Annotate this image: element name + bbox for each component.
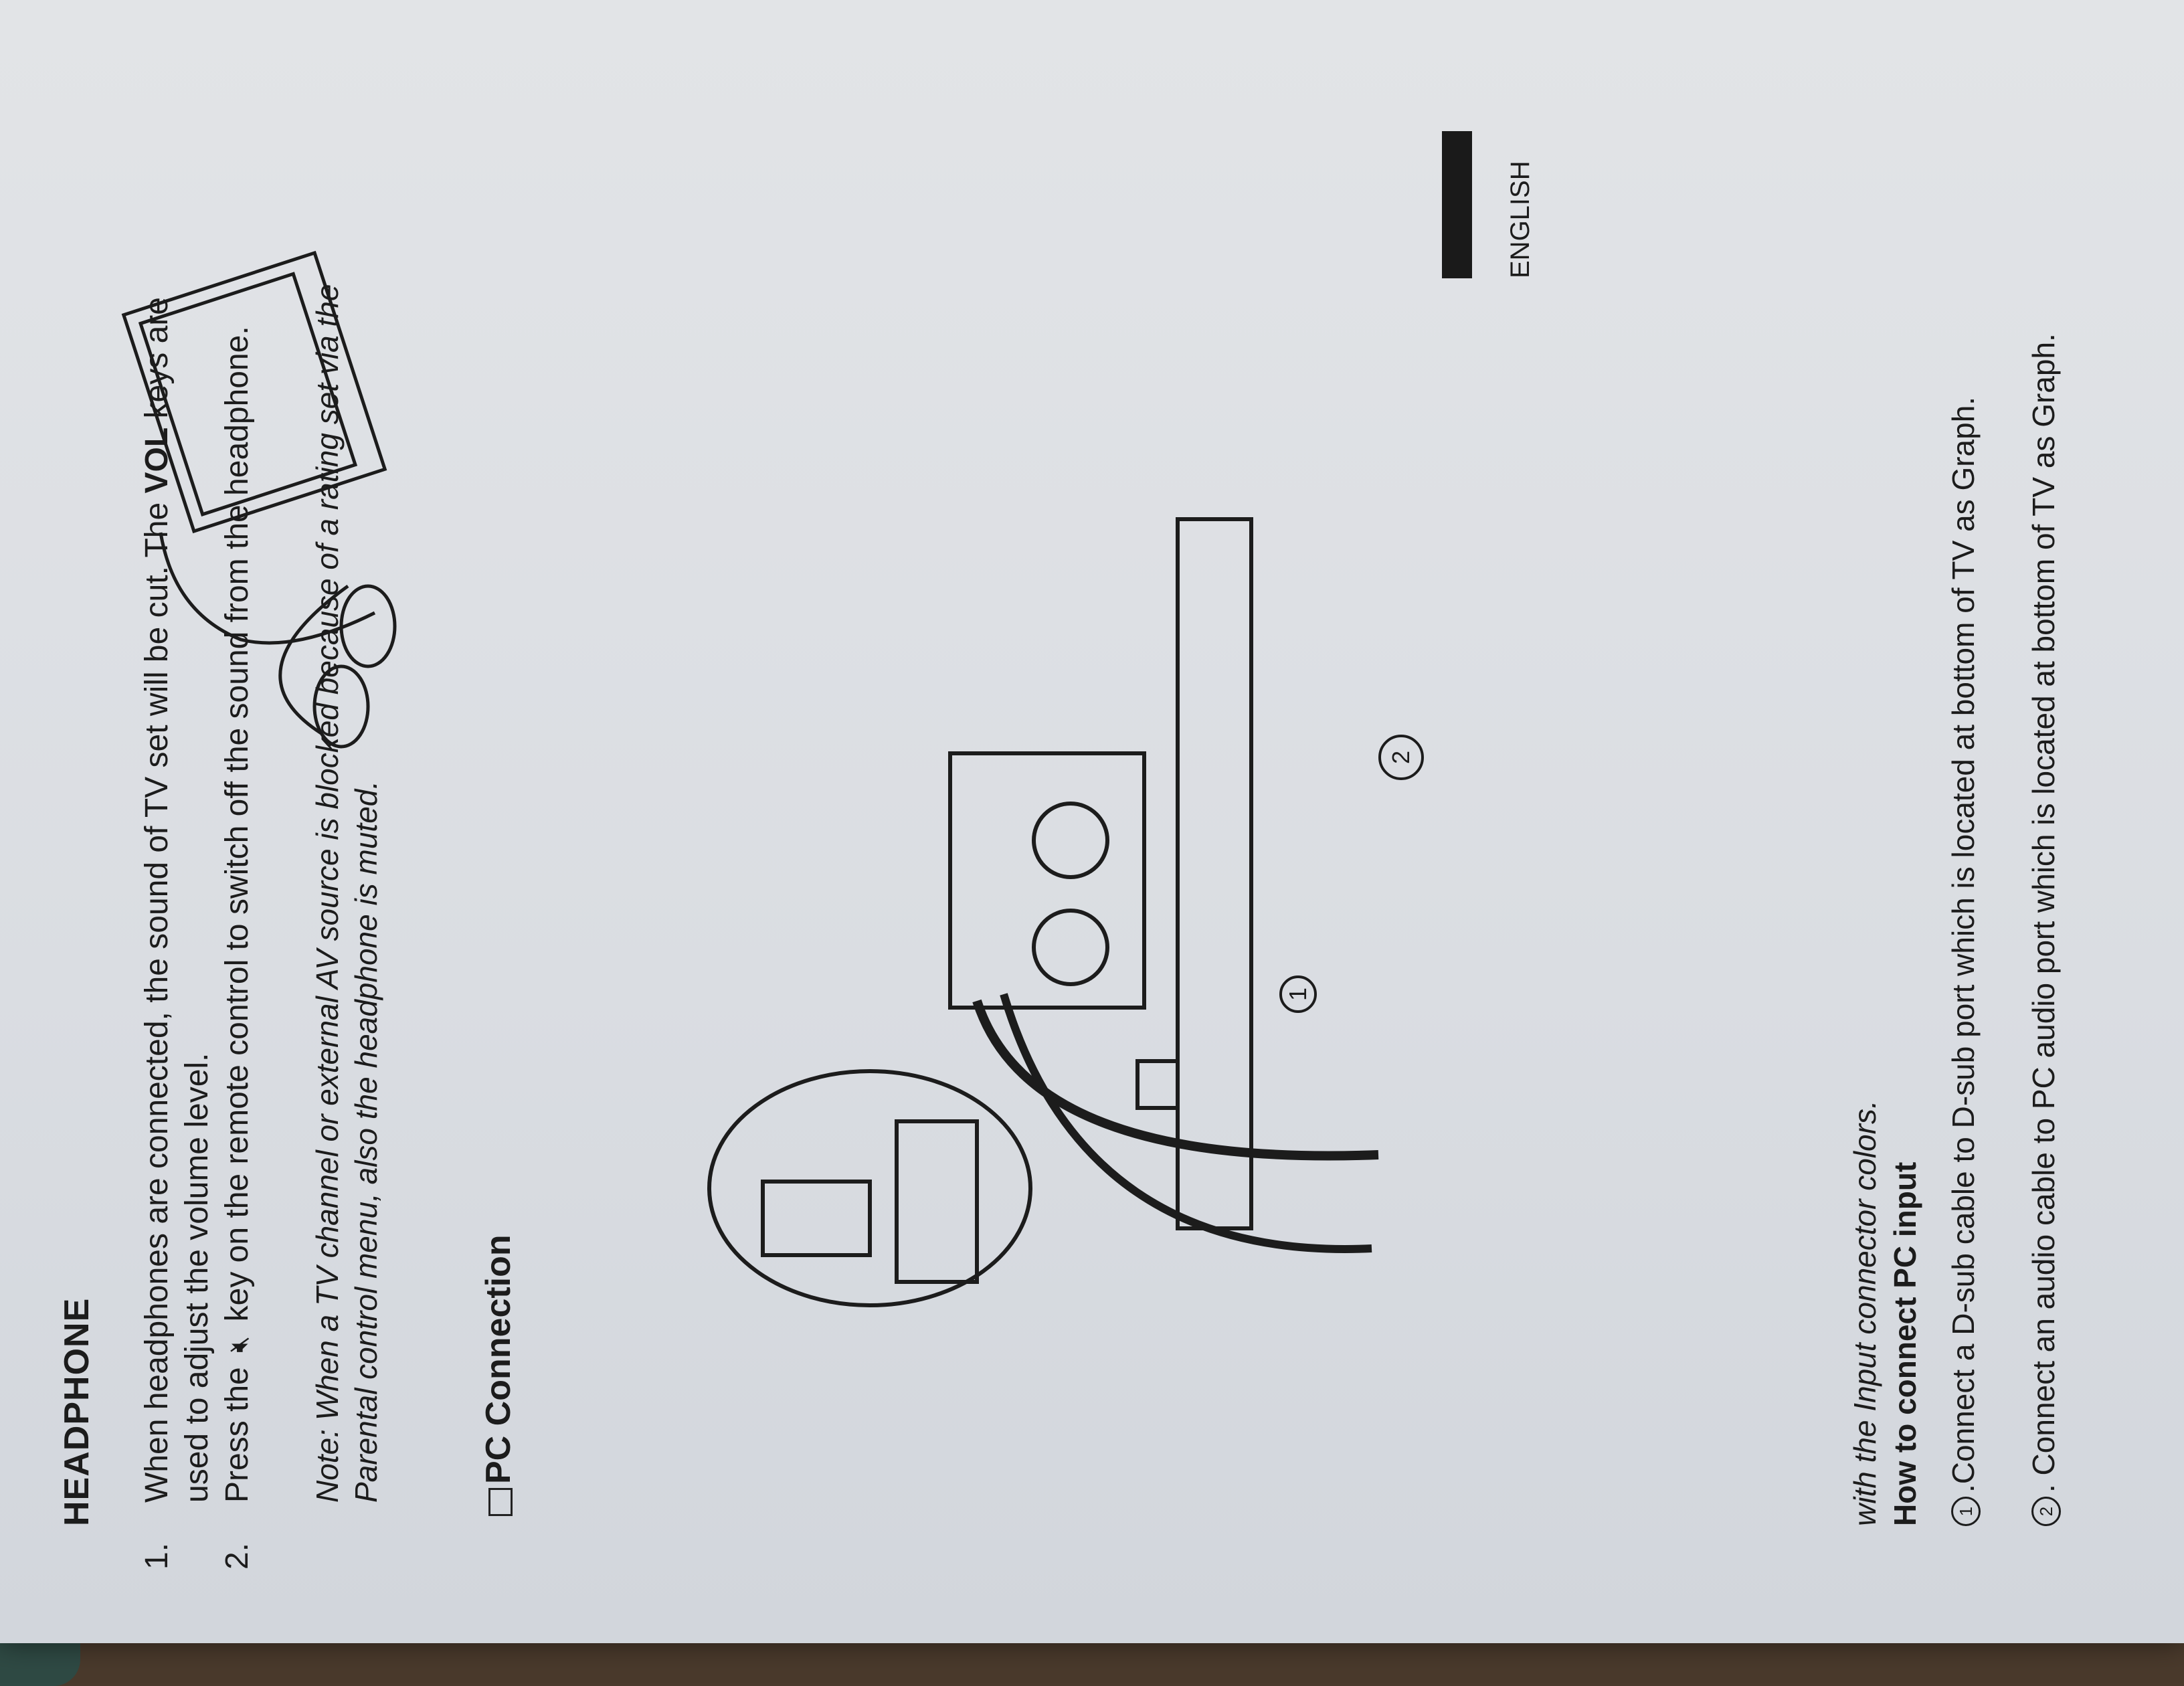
audio-cable xyxy=(1000,993,1372,1253)
dsub-zoom-circle xyxy=(707,1069,1032,1307)
mute-icon: 🔇︎ xyxy=(224,1335,254,1353)
step-number: 1. xyxy=(139,1542,175,1570)
pc-connection-diagram: 1 xyxy=(707,517,1379,1307)
dsub-cable xyxy=(972,999,1379,1161)
language-tab-marker xyxy=(1442,131,1472,278)
headphone-heading: HEADPHONE xyxy=(58,1297,96,1526)
step-number: 2. xyxy=(219,1542,255,1570)
diagram-label-1: 1 xyxy=(1284,988,1311,1001)
instruction-2: 2 . Connect an audio cable to PC audio po… xyxy=(2024,268,2063,1526)
pc-connection-icon xyxy=(488,1488,513,1516)
instruction-text: . Connect an audio cable to PC audio por… xyxy=(2026,333,2061,1493)
instruction-text: .Connect a D-sub cable to D-sub port whi… xyxy=(1946,396,1981,1493)
manual-page: HEADPHONE 1. When headphones are connect… xyxy=(0,0,2184,1643)
tv-bottom xyxy=(1176,517,1253,1230)
step-marker: 2 xyxy=(2031,1497,2061,1526)
pc-tower xyxy=(948,751,1146,1010)
language-tab: ENGLISH xyxy=(1506,161,1535,278)
step-marker: 1 xyxy=(1950,1497,1981,1526)
instruction-1: 1 .Connect a D-sub cable to D-sub port wh… xyxy=(1944,268,1983,1526)
howto-heading: How to connect PC input xyxy=(1888,1161,1922,1526)
step-text: Press the xyxy=(219,1357,255,1503)
diagram-label-2: 2 xyxy=(1378,735,1424,780)
connector-color-note: with the Input connector colors. xyxy=(1847,1100,1882,1526)
headphone-illustration xyxy=(121,250,397,749)
